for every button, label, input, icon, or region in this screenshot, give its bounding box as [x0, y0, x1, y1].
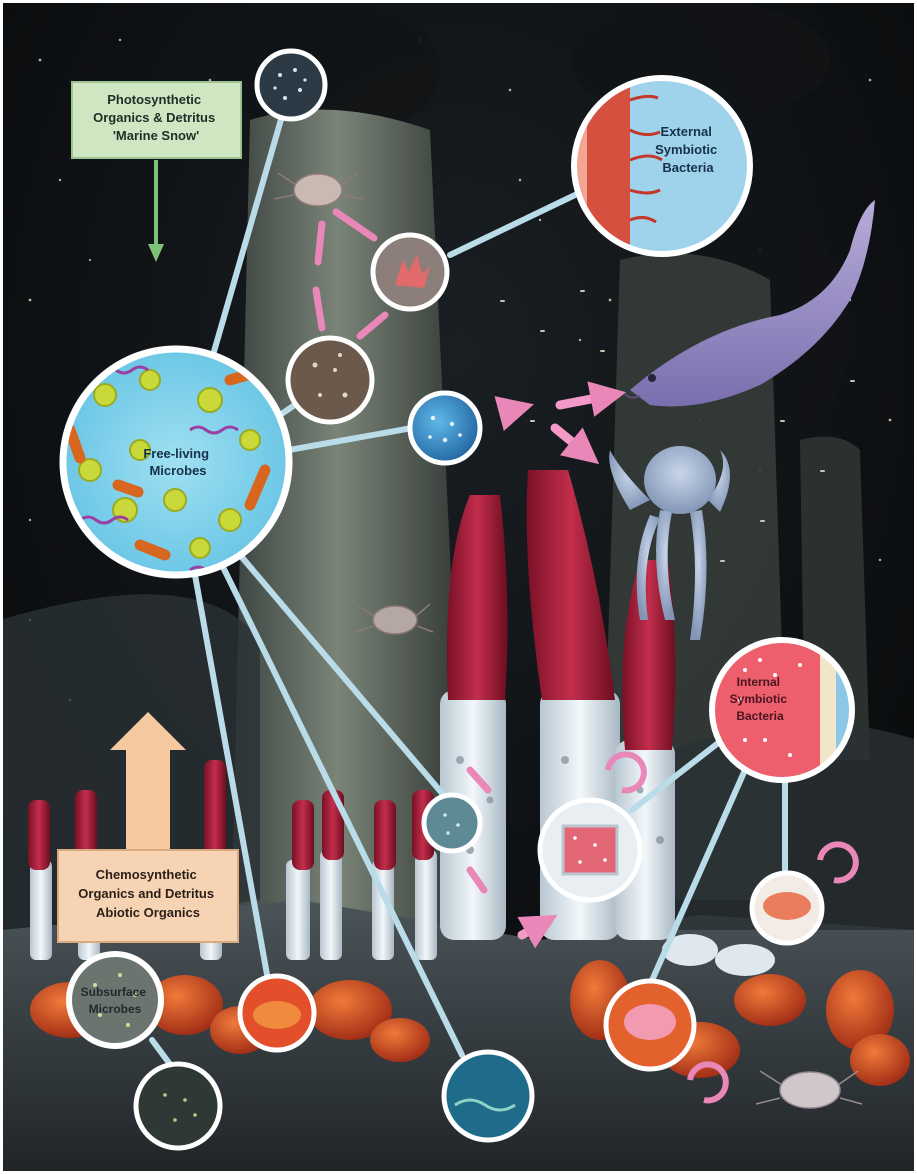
marine-snow-label-2: Organics & Detritus: [93, 110, 215, 125]
subsurface-label-2: Microbes: [89, 1002, 142, 1016]
sediment-microbes-circle: [136, 1064, 220, 1148]
internal-bacteria-label-2: Symbiotic: [730, 692, 788, 706]
marine-snow-label-3: 'Marine Snow': [113, 128, 199, 143]
marine-snow-detail-circle: [257, 51, 325, 119]
chemosynthetic-label-1: Chemosynthetic: [96, 867, 197, 882]
marine-snow-label-box: Photosynthetic Organics & Detritus 'Mari…: [72, 82, 241, 158]
external-bacteria-label-3: Bacteria: [662, 160, 714, 175]
clam-gill-detail-circle: [752, 873, 822, 943]
pompeii-worm-detail-circle: [373, 235, 447, 309]
bacterial-mat-detail-circle: [288, 338, 372, 422]
vent-fluid-microbes-circle: [444, 1052, 532, 1140]
svg-text:Internal Symbiotic: Internal Symbiotic Bacteria: [730, 675, 791, 723]
chemosynthetic-label-3: Abiotic Organics: [96, 905, 200, 920]
free-living-label-1: Free-living: [143, 446, 209, 461]
subsurface-label-1: Subsurface: [81, 985, 147, 999]
chemosynthetic-label-box: Chemosynthetic Organics and Detritus Abi…: [58, 850, 238, 942]
marine-snow-label-1: Photosynthetic: [107, 92, 201, 107]
tube-surface-detail-circle: [424, 795, 480, 851]
free-living-microbes-circle: Free-living Microbes: [63, 349, 289, 575]
external-bacteria-label-2: Symbiotic: [655, 142, 717, 157]
subsurface-microbes-circle: Subsurface Microbes: [69, 954, 161, 1046]
water-column-microbes-circle: [410, 393, 480, 463]
internal-bacteria-label-1: Internal: [737, 675, 780, 689]
mussel-detail-circle: [240, 976, 314, 1050]
clam-tissue-detail-circle: [606, 981, 694, 1069]
internal-bacteria-label-3: Bacteria: [736, 709, 784, 723]
svg-text:Chemosynthetic Organics: Chemosynthetic Organics and Detritus Abi…: [78, 867, 217, 920]
svg-text:External Symbiotic: External Symbiotic Bacteria: [655, 124, 721, 175]
chemosynthetic-label-2: Organics and Detritus: [78, 886, 214, 901]
tubeworm-trophosome-circle: [540, 800, 640, 900]
free-living-label-2: Microbes: [149, 463, 206, 478]
external-bacteria-label-1: External: [661, 124, 712, 139]
